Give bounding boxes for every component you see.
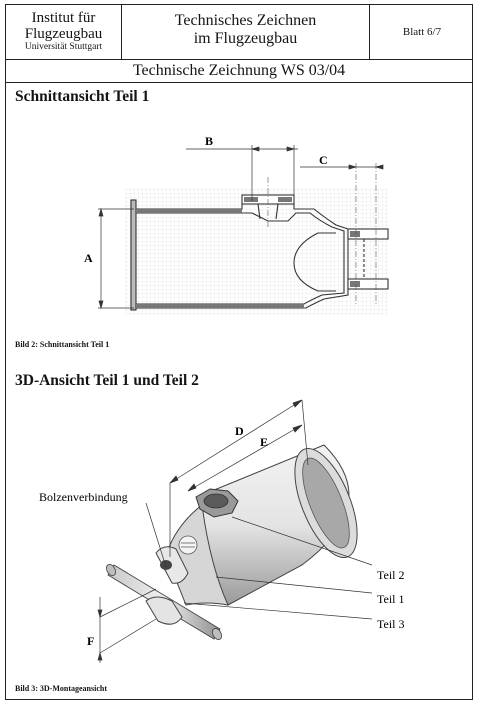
dimension-label-f: F xyxy=(87,634,94,648)
institute-cell: Institut für Flugzeugbau Universität Stu… xyxy=(6,5,122,59)
institute-name-line1: Institut für xyxy=(31,10,96,26)
dimension-f xyxy=(97,588,157,663)
label-bolzenverbindung: Bolzenverbindung xyxy=(39,490,128,504)
course-title-cell: Technisches Zeichnen im Flugzeugbau xyxy=(122,5,370,59)
bolt-hole xyxy=(160,560,172,570)
course-title-line1: Technisches Zeichnen xyxy=(174,12,317,29)
dimension-c xyxy=(300,164,384,170)
label-teil-3: Teil 3 xyxy=(377,617,405,631)
cross-section-drawing: A B C xyxy=(39,134,405,663)
hatched-sections xyxy=(136,197,360,308)
caption-figure-2: Bild 2: Schnittansicht Teil 1 xyxy=(15,340,110,349)
leader-lines xyxy=(145,502,373,620)
section-heading-cross-section: Schnittansicht Teil 1 xyxy=(15,88,150,105)
dimension-label-d: D xyxy=(235,424,244,438)
institute-name-line2: Flugzeugbau xyxy=(24,26,103,42)
dimension-label-c: C xyxy=(319,153,328,167)
drawing-sheet: Institut für Flugzeugbau Universität Stu… xyxy=(5,4,473,700)
sheet-cell: Blatt 6/7 xyxy=(370,5,474,59)
center-lines xyxy=(267,163,377,305)
label-teil-1: Teil 1 xyxy=(377,592,405,606)
caption-figure-3: Bild 3: 3D-Montageansicht xyxy=(15,684,107,693)
assembly-3d-drawing xyxy=(106,444,358,640)
title-block: Institut für Flugzeugbau Universität Stu… xyxy=(6,5,472,60)
university-name: Universität Stuttgart xyxy=(24,42,103,52)
dimension-d-e xyxy=(169,399,309,557)
label-teil-2: Teil 2 xyxy=(377,568,405,582)
drawing-subtitle: Technische Zeichnung WS 03/04 xyxy=(6,60,472,83)
section-heading-3d-view: 3D-Ansicht Teil 1 und Teil 2 xyxy=(15,372,199,389)
course-title-line2: im Flugzeugbau xyxy=(193,30,298,47)
dimension-b xyxy=(186,145,298,201)
sheet-number: Blatt 6/7 xyxy=(402,26,442,38)
dimension-label-a: A xyxy=(84,251,93,265)
dimension-label-e: E xyxy=(260,435,268,449)
dimension-label-b: B xyxy=(205,134,213,148)
dimension-a xyxy=(98,207,134,310)
